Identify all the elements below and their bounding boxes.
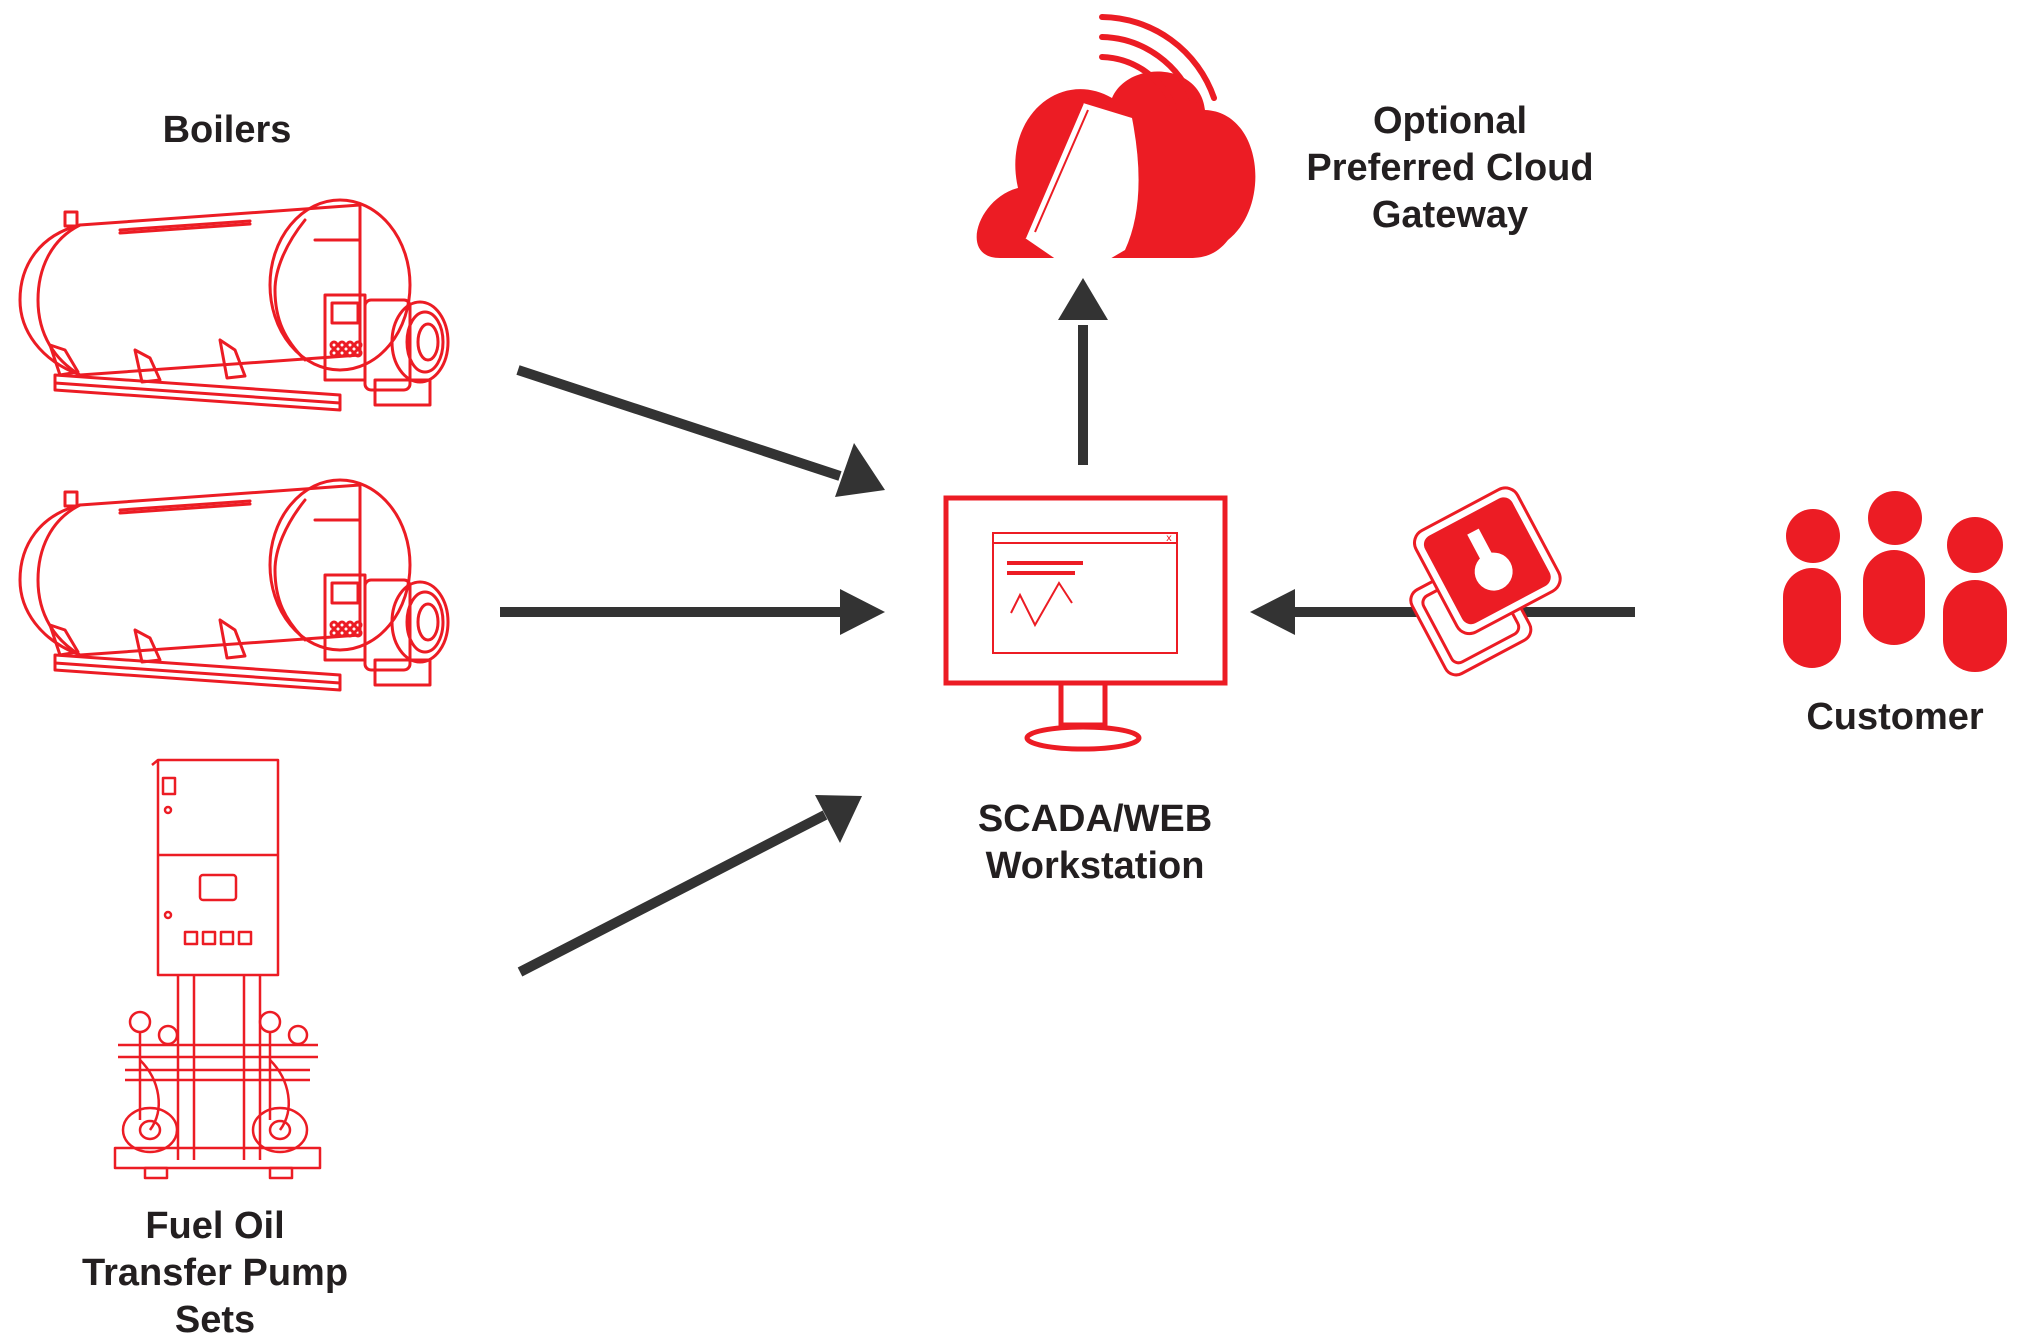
boiler-icon xyxy=(18,198,450,412)
pump-set-icon xyxy=(113,758,322,1180)
label-line: Sets xyxy=(174,1299,256,1341)
customer-label: Customer xyxy=(1806,696,1984,738)
monitor-icon: x xyxy=(943,495,1228,752)
label-line: Optional xyxy=(1372,100,1528,142)
arrow-pump-to-workstation xyxy=(517,795,862,977)
arrow-workstation-to-cloud xyxy=(1058,278,1108,465)
label-line: Gateway xyxy=(1371,194,1529,236)
label-line: Transfer Pump xyxy=(81,1252,349,1294)
label-line: SCADA/WEB xyxy=(977,798,1213,840)
arrow-boiler-top-to-workstation xyxy=(516,365,885,497)
boilers-label: Boilers xyxy=(162,109,292,151)
label-line: Preferred Cloud xyxy=(1306,147,1594,189)
boiler-icon xyxy=(18,478,450,692)
label-line: Fuel Oil xyxy=(145,1205,285,1247)
arrow-boiler-bottom-to-workstation xyxy=(500,589,885,635)
cloud-wifi-icon xyxy=(976,14,1256,268)
pump-sets-label: Fuel Oil Transfer Pump Sets xyxy=(55,1203,375,1344)
svg-text:x: x xyxy=(1166,533,1172,544)
people-group-icon xyxy=(1783,491,2007,672)
workstation-label: SCADA/WEB Workstation xyxy=(935,796,1255,890)
cloud-gateway-label: Optional Preferred Cloud Gateway xyxy=(1250,98,1650,239)
label-line: Workstation xyxy=(985,845,1205,887)
padlock-icon xyxy=(1409,486,1562,677)
